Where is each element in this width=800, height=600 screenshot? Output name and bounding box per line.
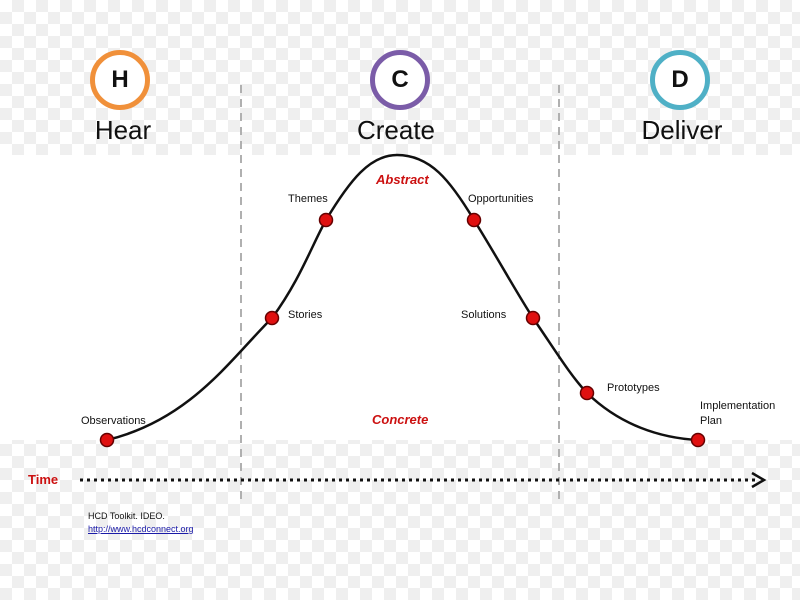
label-solutions: Solutions [461, 309, 507, 321]
label-implementation-plan: Implementation Plan [700, 400, 776, 427]
phase-circle-hear: H [90, 50, 150, 110]
credit-block: HCD Toolkit. IDEO. http://www.hcdconnect… [88, 510, 194, 536]
point-opportunities [466, 212, 482, 228]
phase-title-deliver: Deliver [641, 115, 723, 145]
time-arrow-head [751, 471, 767, 489]
phase-title-create: Create [356, 115, 436, 145]
process-curve [106, 153, 699, 442]
point-solutions [525, 310, 541, 326]
background-panel [0, 155, 800, 440]
label-stories: Stories [288, 309, 323, 321]
label-themes: Themes [288, 193, 328, 205]
label-observations: Observations [81, 415, 146, 427]
point-prototypes [579, 385, 595, 401]
point-themes [318, 212, 334, 228]
credit-text: HCD Toolkit. IDEO. [88, 511, 165, 521]
phase-circle-create: C [370, 50, 430, 110]
phase-circle-deliver: D [650, 50, 710, 110]
zone-concrete: Concrete [372, 412, 429, 427]
point-observations [99, 432, 115, 448]
zone-abstract: Abstract [376, 172, 429, 187]
point-stories [264, 310, 280, 326]
point-implementation-plan [690, 432, 706, 448]
label-prototypes: Prototypes [607, 382, 660, 394]
credit-link[interactable]: http://www.hcdconnect.org [88, 524, 194, 534]
time-label: Time [28, 472, 59, 487]
phase-title-hear: Hear [94, 115, 152, 145]
label-opportunities: Opportunities [468, 193, 534, 205]
